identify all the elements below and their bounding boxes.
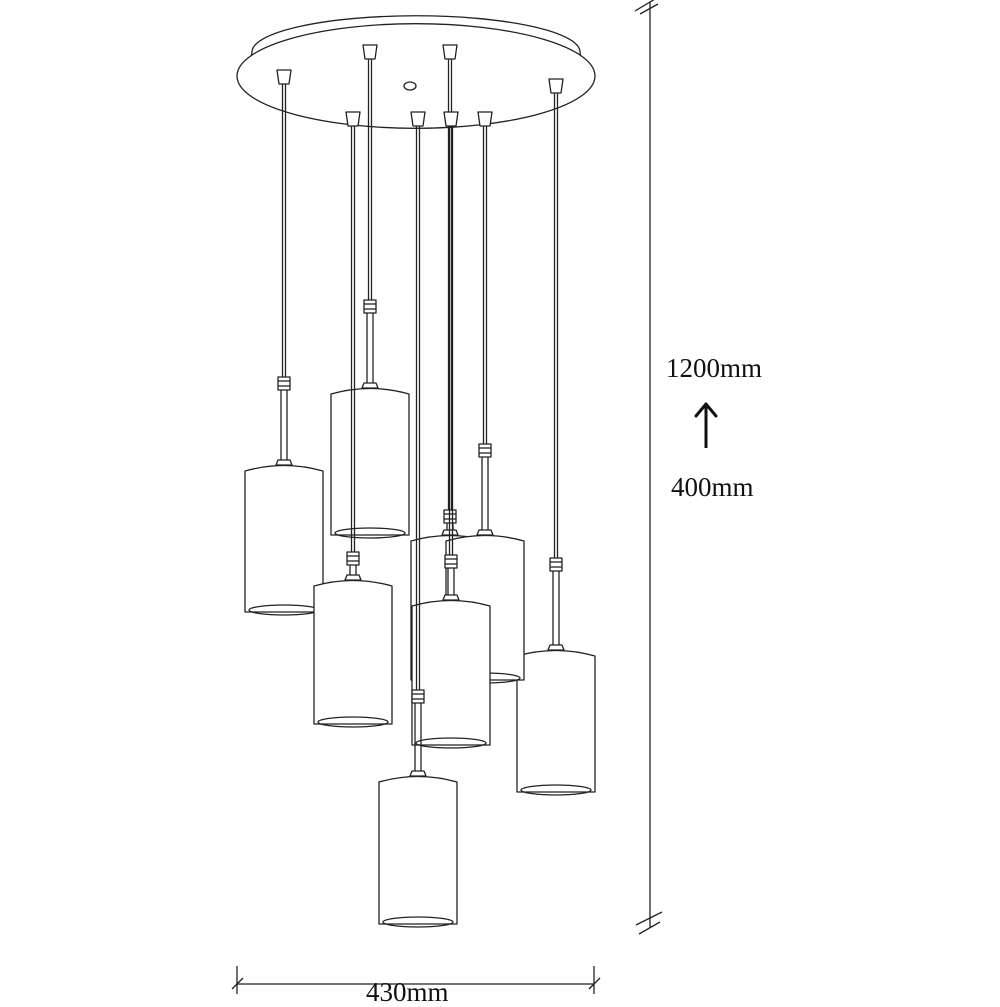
- height-dimension-line: [634, 0, 663, 935]
- pendant-lamp: [313, 111, 393, 728]
- cord-mount: [477, 111, 493, 127]
- lamp-shade: [330, 387, 410, 536]
- cord-mount: [548, 78, 564, 94]
- cord-mount: [362, 44, 378, 60]
- width-label: 430mm: [366, 977, 449, 1007]
- lamp-shade: [244, 464, 324, 613]
- cord-adjuster: [363, 299, 377, 314]
- pendant-lamp: [244, 69, 324, 616]
- lamp-shade: [378, 775, 458, 925]
- arrow-up-icon: [694, 402, 718, 448]
- cord-adjuster: [478, 443, 492, 458]
- cord-adjuster: [346, 551, 360, 566]
- width-dimension-line: [231, 966, 601, 994]
- lamp-shade: [516, 649, 596, 793]
- cord-adjuster: [277, 376, 291, 391]
- min-drop-label: 400mm: [671, 472, 754, 502]
- cord-mount: [410, 111, 426, 127]
- cord-mount: [276, 69, 292, 85]
- pendant-lamp: [330, 44, 410, 539]
- cord-adjuster: [411, 689, 425, 704]
- cord-adjuster: [444, 554, 458, 569]
- pendant-lamp: [516, 78, 596, 796]
- lamp-shade: [313, 579, 393, 725]
- cord-mount: [442, 44, 458, 60]
- lamp-shade: [411, 599, 491, 746]
- pendant-lamp: [411, 111, 491, 749]
- max-drop-label: 1200mm: [666, 353, 763, 383]
- cord-mount: [345, 111, 361, 127]
- pendant-lamp: [378, 111, 458, 928]
- cord-adjuster: [549, 557, 563, 572]
- ceiling-canopy: [236, 15, 596, 129]
- cord-mount: [443, 111, 459, 127]
